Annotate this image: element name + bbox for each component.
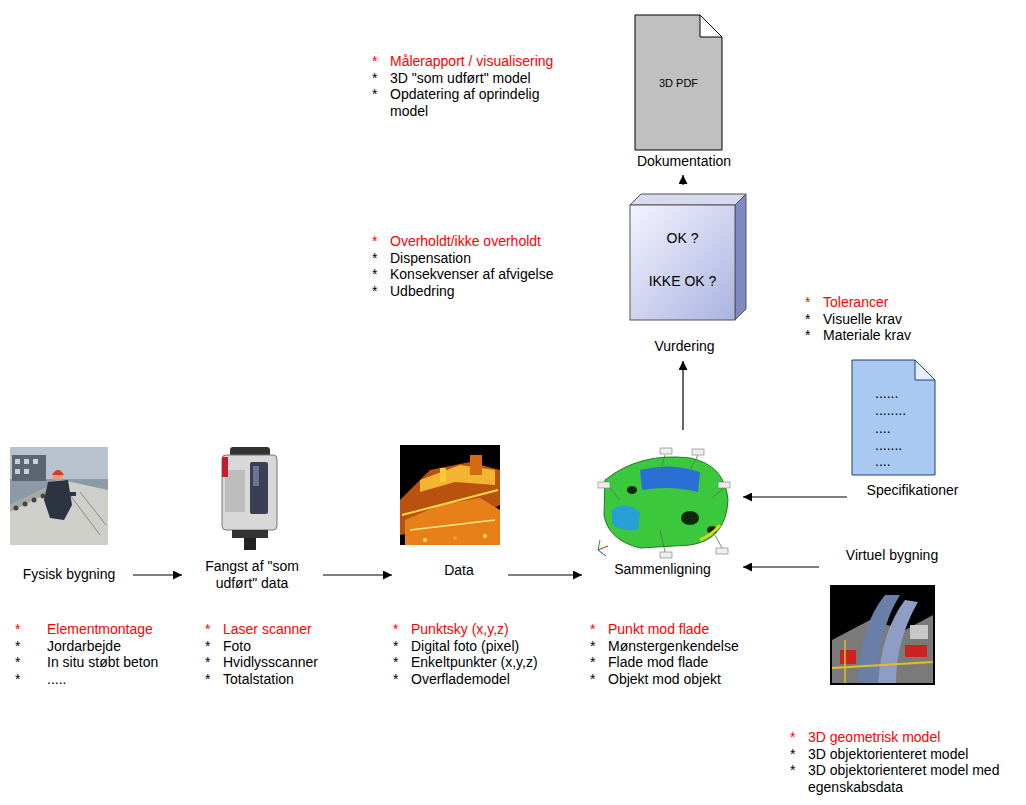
node-label: ...... [875,385,955,402]
bullet-star: * [372,266,377,283]
flow-arrow [743,566,819,567]
list-item: ..... [47,671,187,688]
assessment-cube [630,194,746,320]
list-item: Laser scanner [223,621,383,638]
list-item: Enkeltpunkter (x,y,z) [411,654,586,671]
node-label: Specifikationer [850,482,975,499]
flow-arrow [133,574,182,575]
bullet-star: * [372,250,377,267]
bullet-star: * [805,294,810,311]
list-item: Foto [223,638,383,655]
node-label: Fysisk bygning [8,566,130,583]
bullet-star: * [205,671,210,688]
list-item: Dispensation [390,250,620,267]
bullet-star: * [805,327,810,344]
comparison-stage: Sammenligning [585,433,740,588]
bullet-star: * [205,638,210,655]
bullet-star: * [372,283,377,300]
list-item: 3D geometrisk model [808,729,1008,746]
bullet-star: * [805,311,810,328]
list-item: Punkt mod flade [608,621,783,638]
bullet-star: * [790,746,795,763]
list-item: Målerapport / visualisering [390,53,580,70]
list-item: 3D objektorienteret model [808,746,1008,763]
node-label: OK ? [630,230,735,247]
node-label: ....... [875,437,955,454]
list-item: Flade mod flade [608,654,783,671]
list-item: Overflademodel [411,671,586,688]
bullet-star: * [15,671,20,688]
list-item: Jordarbejde [47,638,187,655]
list-item: Tolerancer [823,294,1013,311]
flow-arrow [682,361,683,430]
virtual-building-model [830,585,935,685]
laser-scanner [222,447,277,550]
bullet-star: * [393,638,398,655]
flow-arrow [682,175,683,185]
bullet-star: * [393,654,398,671]
documentation-doc: 3D PDF Dokumentation [628,10,740,172]
list-item: Digital foto (pixel) [411,638,586,655]
list-item: Objekt mod objekt [608,671,783,688]
site-photo [10,447,108,545]
node-label: Fangst af "som udført" data [197,558,307,591]
flow-arrow [323,574,392,575]
node-label: ........ [875,402,955,419]
node-label: 3D PDF [635,76,722,90]
node-label: Dokumentation [628,153,740,170]
node-label: .... [875,453,955,470]
bullet-star: * [393,621,398,638]
list-item: Udbedring [390,283,620,300]
list-item: Totalstation [223,671,383,688]
bullet-star: * [15,621,20,638]
bullet-star: * [790,762,795,779]
bullet-star: * [372,233,377,250]
bullet-star: * [372,86,377,103]
list-item: Visuelle krav [823,311,1013,328]
bullet-star: * [790,729,795,746]
list-item: Konsekvenser af afvigelse [390,266,620,283]
bullet-star: * [590,638,595,655]
point-cloud [400,445,500,545]
capture-stage: Fangst af "som udført" data [185,443,320,593]
list-item: Mønstergenkendelse [608,638,783,655]
virtual-building-stage: Virtuel bygning [822,545,962,690]
bullet-star: * [372,70,377,87]
node-label: IKKE OK ? [630,273,735,290]
list-item: 3D objektorienteret model med egenskabsd… [808,762,1008,795]
bullet-star: * [590,654,595,671]
bullet-star: * [590,621,595,638]
bullet-star: * [15,638,20,655]
flow-arrow [743,496,847,497]
bullet-star: * [15,654,20,671]
list-item: In situ støbt beton [47,654,187,671]
comparison-model [598,448,730,558]
list-item: 3D "som udført" model [390,70,580,87]
bullet-star: * [372,53,377,70]
specification-doc: ............................. Specifikati… [850,355,975,502]
pdf-document [635,15,722,150]
node-label: Vurdering [622,338,747,355]
bullet-star: * [205,621,210,638]
node-label: Virtuel bygning [822,547,962,564]
list-item: Opdatering af oprindelig model [390,86,580,119]
node-label: Sammenligning [585,561,740,578]
list-item: Materiale krav [823,327,1013,344]
list-item: Overholdt/ikke overholdt [390,233,620,250]
list-item: Punktsky (x,y,z) [411,621,586,638]
node-label: .... [875,420,955,437]
list-item: Hvidlysscanner [223,654,383,671]
node-label: Data [413,562,505,579]
flow-arrow [508,574,582,575]
data-stage: Data [395,440,505,585]
bullet-star: * [590,671,595,688]
building-photo-stage: Fysisk bygning [8,443,130,588]
list-item: Elementmontage [47,621,187,638]
bullet-star: * [205,654,210,671]
assessment-box: OK ? IKKE OK ? Vurdering [622,188,747,358]
bullet-star: * [393,671,398,688]
